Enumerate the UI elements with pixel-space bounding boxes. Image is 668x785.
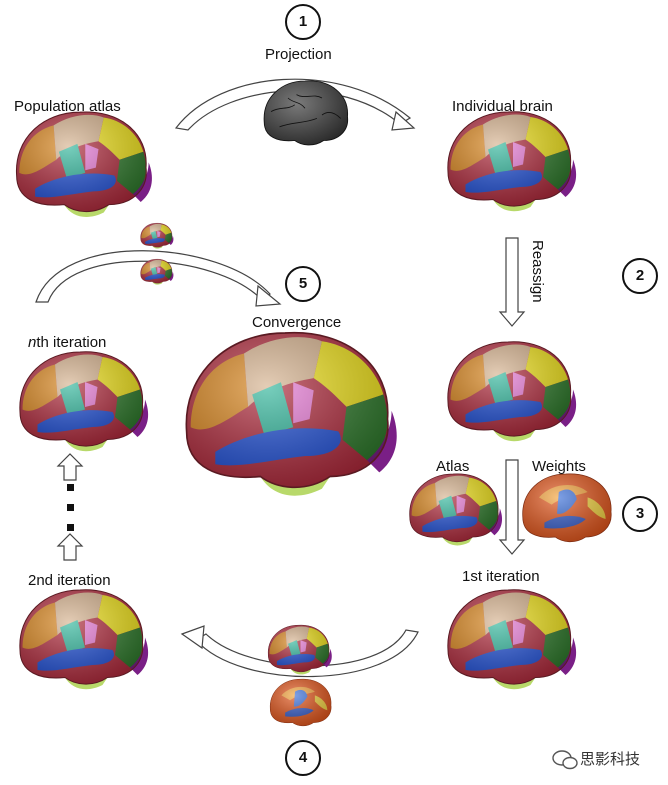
bottom-weights-mini-icon — [269, 678, 332, 727]
bottom-iteration-arrow-icon — [180, 625, 419, 678]
watermark-text: 思影科技 — [580, 751, 641, 768]
step-3-badge: 3 — [622, 496, 658, 532]
step-1-badge: 1 — [285, 4, 321, 40]
projection-label: Projection — [265, 46, 332, 63]
first-iteration-brain-icon — [447, 589, 577, 690]
template-brain-icon — [263, 80, 349, 146]
nth-italic-n: n — [28, 334, 37, 351]
second-iteration-label: 2nd iteration — [28, 572, 111, 589]
individual-brain-label: Individual brain — [452, 98, 553, 115]
ellipsis-dots-icon — [67, 484, 74, 531]
reassign-arrow-icon — [498, 237, 526, 327]
nth-iteration-label: nth iteration — [28, 334, 106, 352]
nth-rest: th iteration — [36, 334, 107, 351]
atlas-brain-icon — [409, 473, 503, 546]
up-arrow-upper-icon — [56, 453, 84, 481]
step-2-badge: 2 — [622, 258, 658, 294]
reassign-label: Reassign — [529, 240, 546, 303]
atlas-label: Atlas — [436, 458, 470, 475]
reassigned-brain-icon — [447, 341, 577, 442]
step-4-badge: 4 — [285, 740, 321, 776]
first-iteration-label: 1st iteration — [462, 568, 540, 585]
population-atlas-brain-icon — [15, 111, 153, 218]
weights-arrow-icon — [498, 459, 526, 555]
nth-iteration-brain-icon — [19, 351, 149, 452]
weights-brain-icon — [522, 473, 612, 543]
convergence-brain-icon — [185, 331, 398, 497]
wechat-icon — [552, 750, 578, 770]
population-atlas-label: Population atlas — [14, 98, 121, 115]
convergence-atlas-mini-icon — [140, 223, 174, 249]
individual-brain-icon — [447, 111, 577, 212]
convergence-arrow-icon — [35, 250, 282, 307]
step-5-badge: 5 — [285, 266, 321, 302]
second-iteration-brain-icon — [19, 589, 149, 690]
convergence-label: Convergence — [252, 314, 342, 331]
weights-label: Weights — [532, 458, 586, 475]
projection-arrow-icon — [174, 78, 416, 131]
up-arrow-lower-icon — [56, 533, 84, 561]
